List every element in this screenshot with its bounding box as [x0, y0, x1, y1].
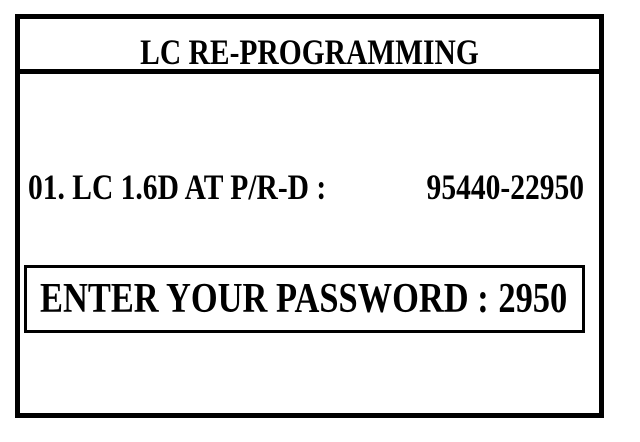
lc-reprogramming-panel: LC RE-PROGRAMMING 01. LC 1.6D AT P/R-D :… [15, 14, 604, 418]
password-value: 2950 [498, 276, 568, 322]
item-part-number: 95440-22950 [426, 167, 584, 207]
title-separator [20, 69, 599, 74]
password-input-box[interactable]: ENTER YOUR PASSWORD :2950 [24, 265, 585, 333]
password-prompt-label: ENTER YOUR PASSWORD : [40, 276, 489, 322]
screen-title: LC RE-PROGRAMMING [140, 32, 479, 72]
menu-item-row[interactable]: 01. LC 1.6D AT P/R-D : 95440-22950 [28, 167, 584, 207]
title-bar: LC RE-PROGRAMMING [20, 34, 599, 70]
item-label: 01. LC 1.6D AT P/R-D : [28, 167, 327, 207]
